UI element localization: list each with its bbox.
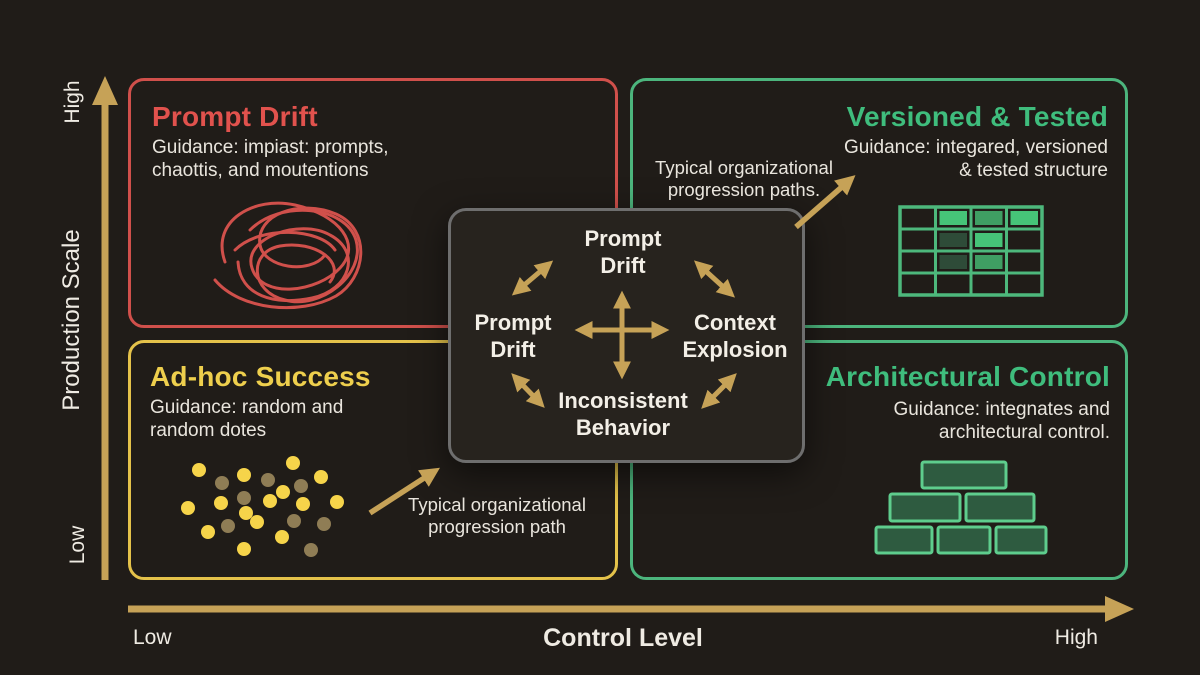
x-axis-arrow bbox=[128, 596, 1134, 622]
quadrant-guidance-prompt-drift: Guidance: impiast: prompts, chaottis, an… bbox=[152, 137, 389, 181]
quadrant-versioned-tested bbox=[630, 78, 1128, 328]
annotation-progression-lower: Typical organizational progression path bbox=[408, 494, 586, 537]
quadrant-guidance-versioned-tested: Guidance: integared, versioned & tested … bbox=[843, 137, 1108, 181]
x-axis-high-label: High bbox=[1054, 626, 1098, 649]
center-label-top: Prompt Drift bbox=[584, 226, 662, 278]
quadrant-prompt-drift bbox=[128, 78, 618, 328]
quadrant-title-adhoc-success: Ad-hoc Success bbox=[150, 361, 371, 392]
center-label-right: Context Explosion bbox=[682, 310, 788, 362]
failure-modes-box bbox=[448, 208, 805, 463]
quadrant-guidance-adhoc-success: Guidance: random and random dotes bbox=[150, 397, 344, 441]
quadrant-title-prompt-drift: Prompt Drift bbox=[152, 101, 318, 132]
center-label-bottom: Inconsistent Behavior bbox=[558, 388, 688, 440]
x-axis-title: Control Level bbox=[543, 624, 703, 652]
center-label-left: Prompt Drift bbox=[474, 310, 552, 362]
annotation-progression-upper: Typical organizational progression paths… bbox=[655, 157, 833, 200]
x-axis-low-label: Low bbox=[133, 626, 172, 649]
quadrant-title-architectural-control: Architectural Control bbox=[825, 361, 1110, 392]
quadrant-guidance-architectural-control: Guidance: integnates and architectural c… bbox=[893, 399, 1110, 443]
quadrant-title-versioned-tested: Versioned & Tested bbox=[846, 101, 1108, 132]
y-axis-title: Production Scale bbox=[58, 229, 85, 411]
y-axis-high-label: High bbox=[61, 80, 84, 124]
y-axis-arrow bbox=[92, 76, 118, 580]
y-axis-low-label: Low bbox=[66, 525, 89, 565]
